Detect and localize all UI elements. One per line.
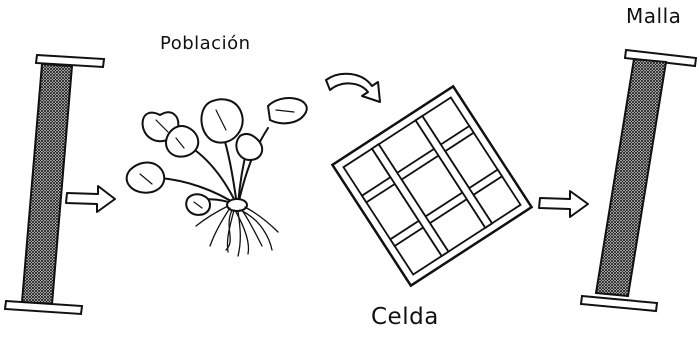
population-label: Población bbox=[160, 33, 251, 54]
water-hyacinth-plant-icon bbox=[125, 97, 308, 257]
arrow-right-icon bbox=[538, 190, 589, 218]
right-mesh-screen-icon bbox=[579, 48, 697, 313]
curved-arrow-icon bbox=[325, 72, 381, 103]
grid-cell-frame-icon bbox=[330, 84, 534, 288]
cell-label: Celda bbox=[371, 304, 439, 330]
arrow-right-icon bbox=[65, 185, 116, 213]
left-mesh-screen-icon bbox=[3, 53, 106, 316]
mesh-label: Malla bbox=[626, 4, 682, 28]
